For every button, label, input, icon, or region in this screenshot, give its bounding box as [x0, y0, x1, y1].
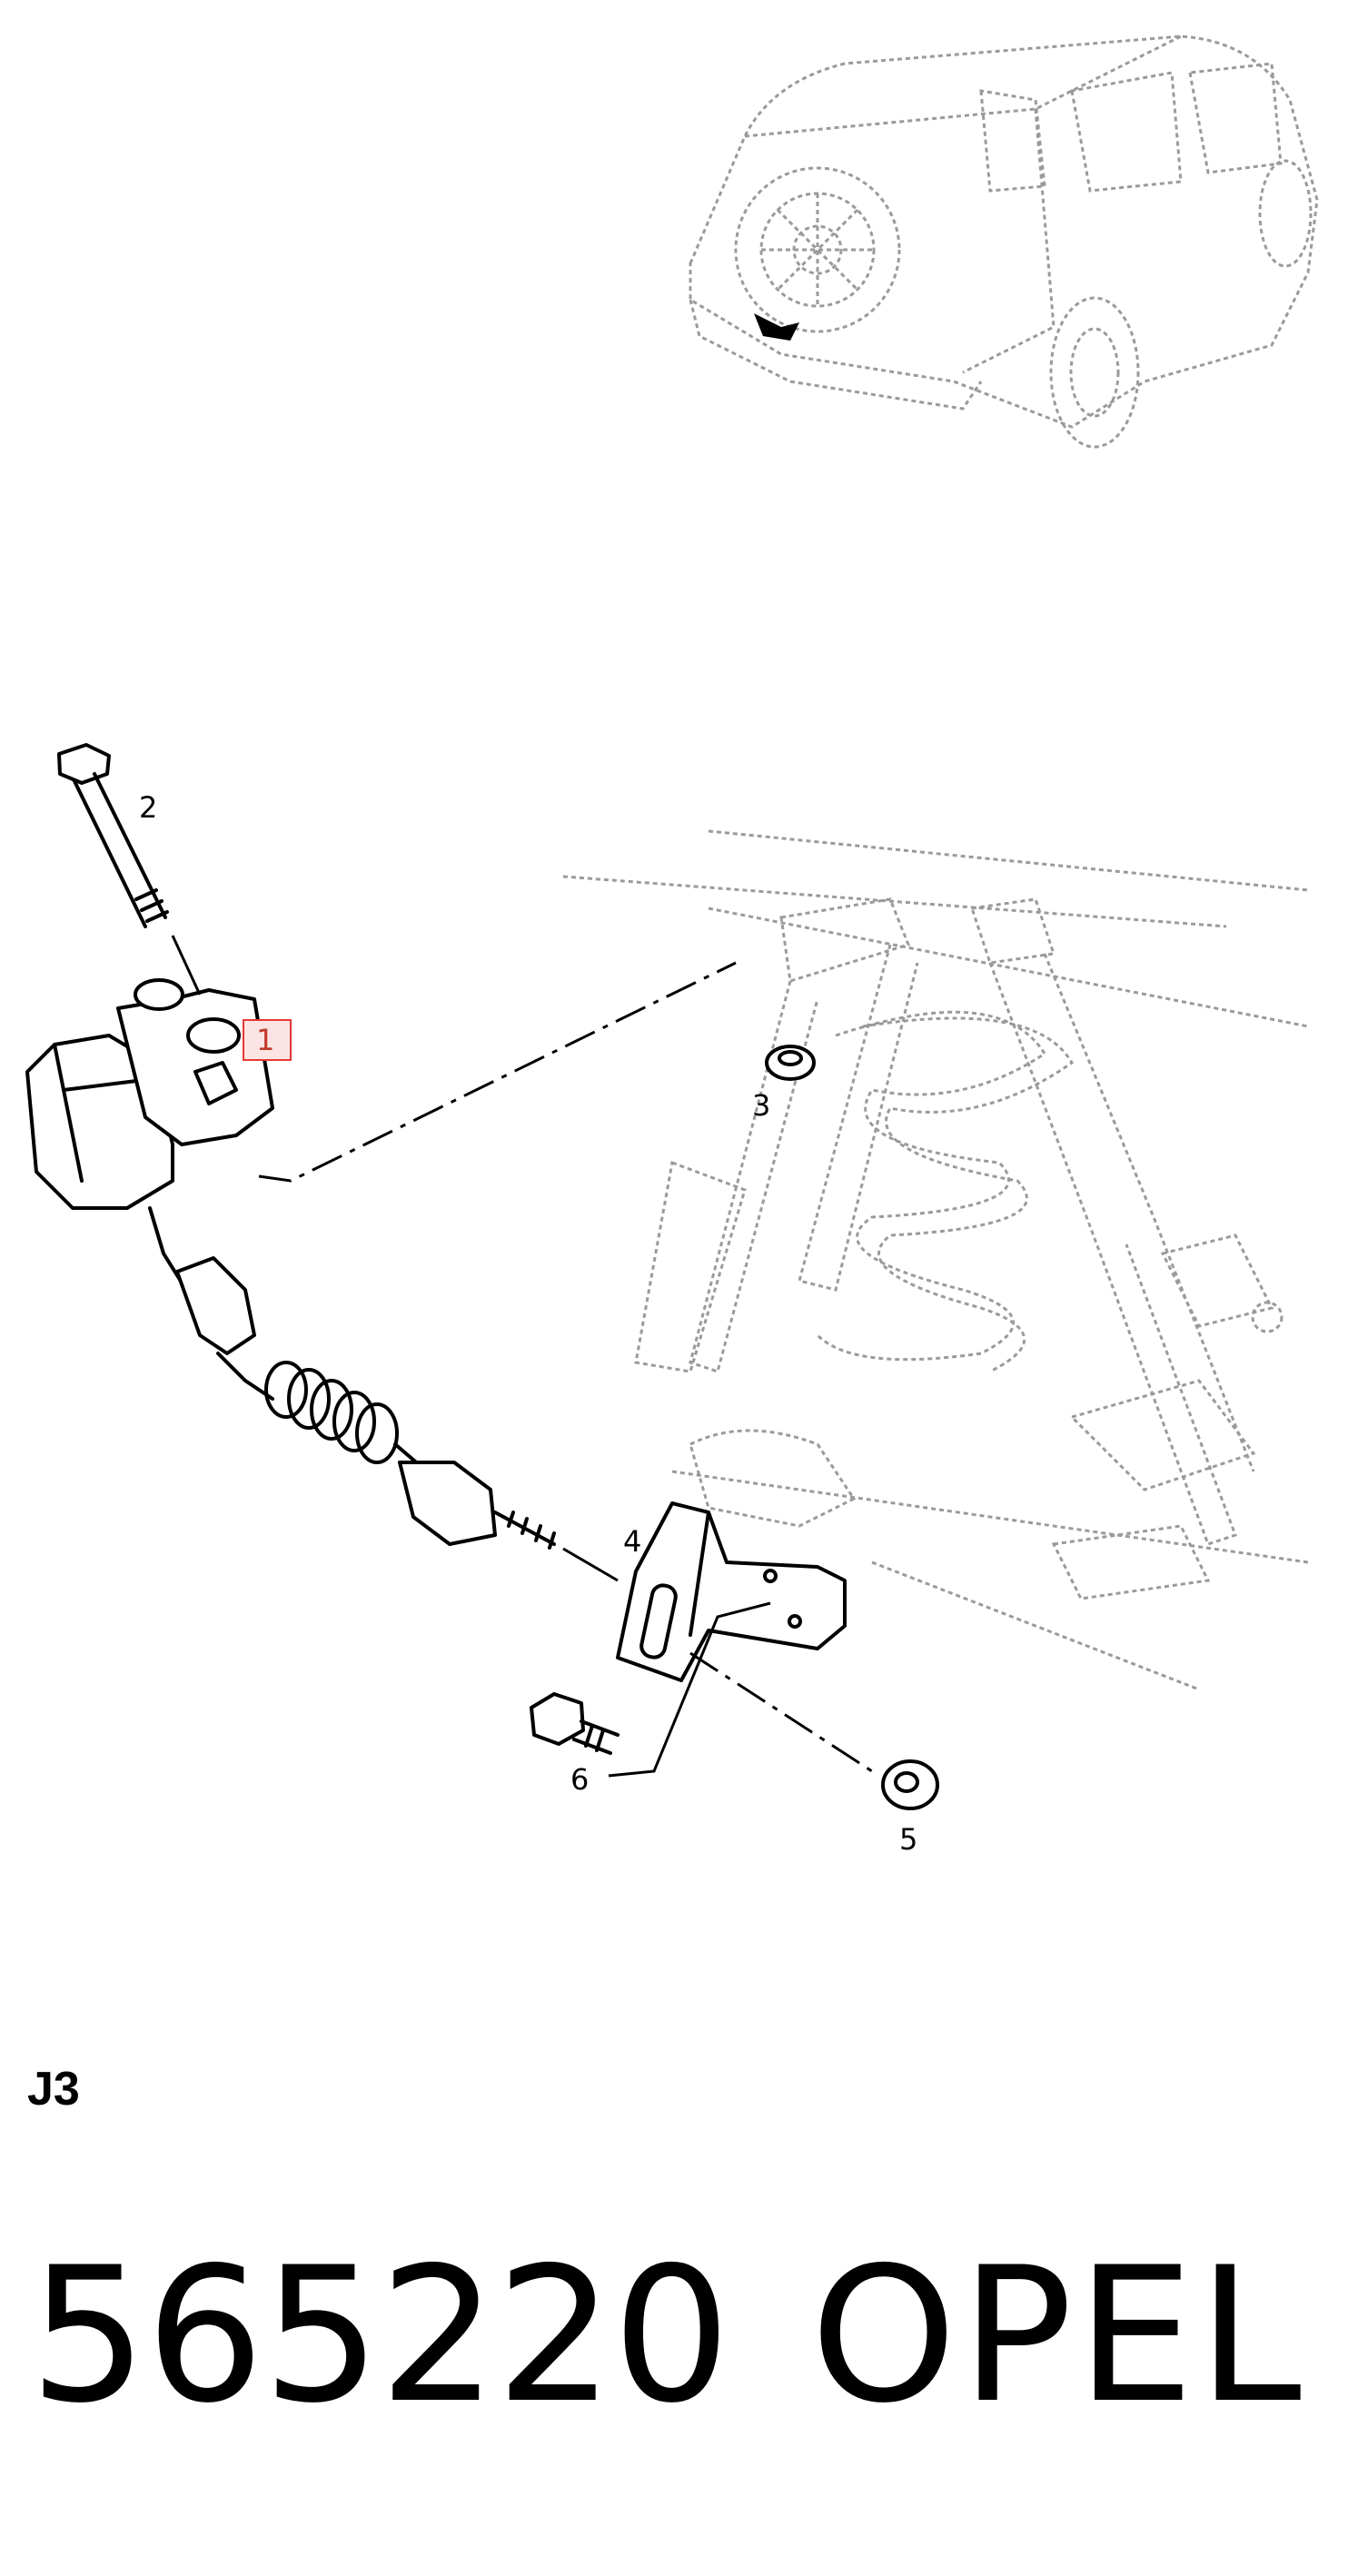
callout-4[interactable]: 4 [623, 1524, 641, 1559]
part-2-bolt[interactable] [57, 743, 202, 996]
part-4-bracket[interactable] [562, 1501, 873, 1778]
coil-spring [264, 1361, 399, 1464]
chassis-background [562, 829, 1309, 1691]
callout-1-highlight [243, 1019, 292, 1061]
callout-3[interactable]: 3 [752, 1088, 770, 1123]
callout-5[interactable]: 5 [899, 1822, 917, 1857]
diagram-code: J3 [27, 2063, 80, 2115]
callout-2[interactable]: 2 [139, 790, 157, 825]
callout-6[interactable]: 6 [570, 1762, 589, 1797]
part-6-screw[interactable] [530, 1692, 619, 1755]
brand-name: OPEL [810, 2228, 1305, 2444]
callout-labels: 1 2 3 4 5 6 [139, 790, 917, 1857]
part-1-cable-assembly[interactable] [25, 961, 737, 1550]
callout-1[interactable]: 1 [256, 1023, 274, 1057]
part-number: 565220 [29, 2228, 731, 2444]
vehicle-overview-sketch [689, 35, 1319, 449]
part-3-grommet[interactable] [765, 1045, 816, 1081]
part-5-nut[interactable] [881, 1759, 939, 1810]
